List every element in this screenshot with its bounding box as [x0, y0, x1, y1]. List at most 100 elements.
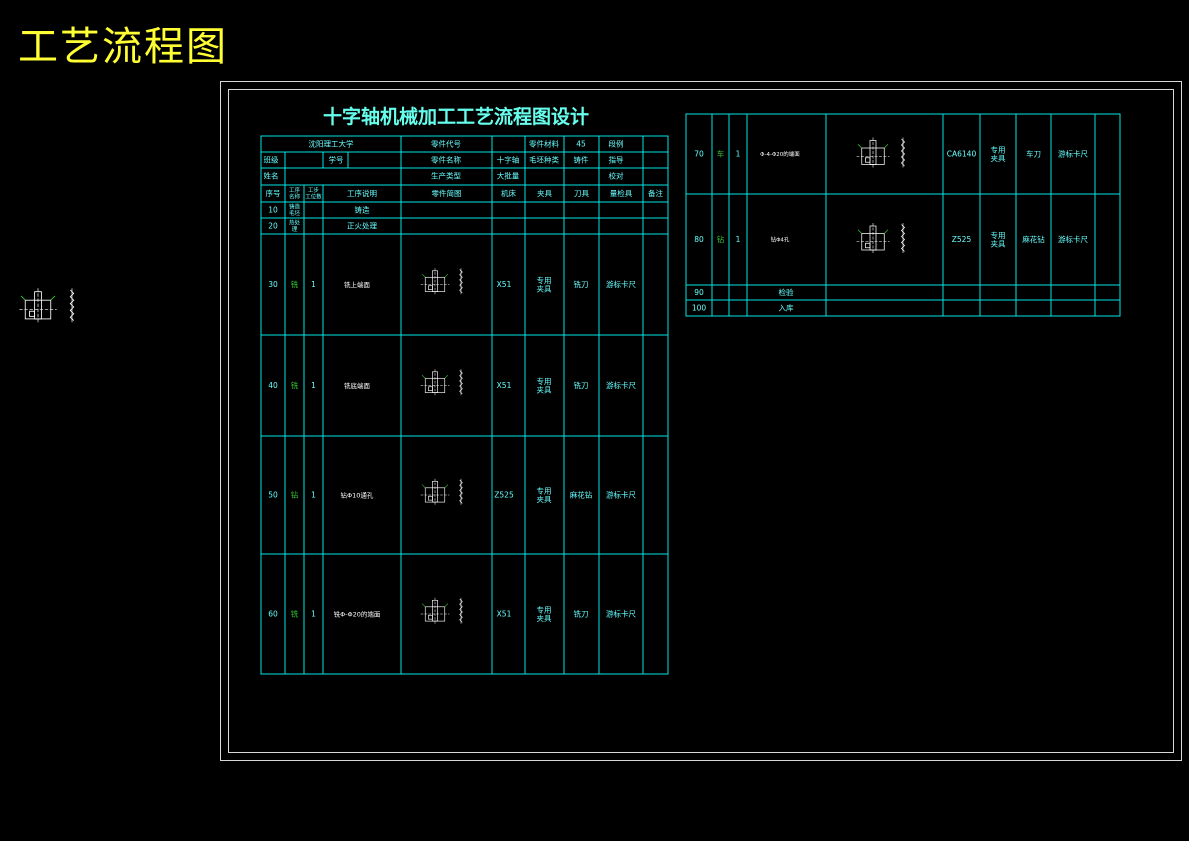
tool-cell: 铣刀	[574, 380, 589, 390]
seq-cell: 70	[694, 150, 704, 159]
part-name-label: 零件名称	[431, 155, 461, 165]
seq-cell: 40	[268, 381, 278, 390]
step-cell: 1	[311, 381, 316, 390]
step-cell: 1	[311, 280, 316, 289]
content-cell: 铣上端面	[344, 280, 371, 289]
column-header-remark: 备注	[648, 188, 663, 198]
content-cell: 铣Φ-Φ20的端面	[334, 609, 381, 618]
op-name-cell: 车	[717, 149, 725, 159]
sheet-title: 十字轴机械加工工艺流程图设计	[322, 106, 589, 128]
part-sketch	[856, 137, 906, 169]
part-sketch-layer	[19, 137, 906, 626]
part-sketch	[420, 369, 463, 397]
sketch-clamp-mark	[50, 295, 56, 301]
gauge-cell: 游标卡尺	[1058, 234, 1088, 244]
sketch-hole	[428, 386, 433, 391]
fixture-cell: 专用夹具	[991, 144, 1006, 163]
part-sketch	[420, 478, 463, 507]
sketch-hole	[428, 285, 433, 290]
page-label: 段例	[609, 139, 624, 149]
column-header-seq: 序号	[266, 188, 281, 198]
sketch-clamp-mark	[444, 374, 449, 379]
sketch-clamp-mark	[421, 273, 426, 278]
sketch-clamp-mark	[421, 603, 426, 608]
blank-type-value: 铸件	[574, 155, 589, 165]
sketch-clamp-mark	[444, 273, 449, 278]
material-value: 45	[576, 140, 586, 149]
tool-cell: 麻花钻	[1022, 234, 1045, 244]
content-cell: 铸造	[355, 205, 370, 215]
school-name: 沈阳理工大学	[309, 139, 354, 149]
step-cell: 1	[736, 235, 741, 244]
content-cell: 钻Φ4孔	[771, 235, 790, 243]
tool-cell: 铣刀	[574, 279, 589, 289]
seq-cell: 10	[268, 206, 278, 215]
sketch-hole	[865, 157, 871, 163]
blank-type-label: 毛坯种类	[529, 155, 559, 165]
fixture-cell: 专用夹具	[537, 485, 552, 504]
content-cell: 正火处理	[347, 221, 377, 231]
part-sketch	[856, 223, 906, 255]
part-code-label: 零件代号	[431, 139, 461, 149]
sketch-clamp-mark	[421, 484, 426, 489]
outer-frame	[220, 81, 1182, 761]
right-table-border	[685, 113, 1121, 317]
production-label: 生产类型	[431, 171, 461, 181]
part-name-value: 十字轴	[497, 155, 520, 165]
sketch-clamp-mark	[883, 229, 889, 234]
sketch-clamp-mark	[857, 143, 863, 149]
sketch-clamp-mark	[444, 484, 449, 489]
op-name-cell: 铸造毛坯	[289, 203, 301, 218]
production-value: 大批量	[497, 171, 520, 181]
tool-cell: 铣刀	[574, 609, 589, 619]
column-header-gauge: 量检具	[610, 188, 633, 198]
material-label: 零件材料	[529, 139, 559, 149]
sketch-clamp-mark	[20, 295, 26, 301]
sketch-hole	[29, 310, 36, 317]
seq-cell: 80	[694, 235, 704, 244]
designer-label: 指导	[609, 155, 624, 165]
content-cell: 检验	[779, 287, 794, 297]
fixture-cell: 专用夹具	[537, 604, 552, 623]
sketch-clamp-mark	[421, 374, 426, 379]
op-name-cell: 铣	[291, 279, 299, 289]
sketch-clamp-mark	[444, 603, 449, 608]
fixture-cell: 专用夹具	[991, 230, 1006, 249]
op-name-cell: 热处理	[289, 219, 301, 234]
name-label: 姓名	[264, 171, 279, 181]
sketch-shaft	[34, 291, 42, 320]
machine-cell: Z525	[494, 491, 514, 500]
inner-frame	[228, 89, 1174, 753]
right-process-table	[685, 113, 1121, 317]
seq-cell: 30	[268, 280, 278, 289]
page-title: 工艺流程图	[18, 24, 228, 70]
gauge-cell: 游标卡尺	[606, 490, 636, 500]
sketch-clamp-mark	[883, 143, 889, 149]
content-cell: 铣底端面	[344, 381, 371, 390]
left-process-table	[260, 135, 669, 675]
machine-cell: X51	[497, 610, 512, 619]
machine-cell: X51	[497, 381, 512, 390]
column-header-fixture: 夹具	[537, 188, 552, 198]
content-cell: 钻Φ10通孔	[341, 490, 374, 499]
class-label: 班级	[264, 155, 279, 165]
gauge-cell: 游标卡尺	[606, 279, 636, 289]
part-sketch	[420, 597, 463, 626]
machine-cell: X51	[497, 280, 512, 289]
column-header-op_name: 工序名称	[289, 186, 301, 201]
op-name-cell: 钻	[717, 234, 725, 244]
fixture-cell: 专用夹具	[537, 275, 552, 294]
column-header-machine: 机床	[501, 188, 516, 198]
left-table-border	[260, 135, 669, 675]
fixture-cell: 专用夹具	[537, 376, 552, 395]
op-name-cell: 铣	[291, 609, 299, 619]
sketch-hole	[865, 242, 871, 249]
column-header-tool: 刀具	[574, 189, 589, 198]
column-header-content: 工序说明	[347, 188, 377, 198]
part-sketch	[420, 268, 463, 296]
content-cell: 入库	[779, 303, 794, 313]
sketch-hole	[428, 495, 433, 501]
column-header-sketch: 零件简图	[432, 188, 462, 198]
